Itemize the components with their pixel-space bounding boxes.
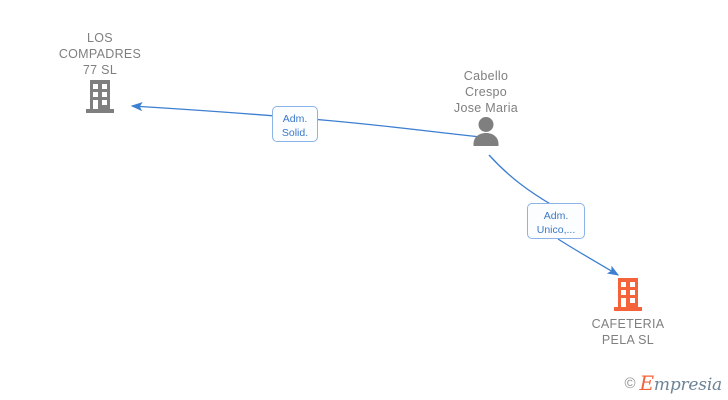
edge-label-adm-unico[interactable]: Adm. Unico,... xyxy=(527,203,585,239)
node-cafeteria-pela-label: CAFETERIA PELA SL xyxy=(591,317,665,347)
node-person[interactable]: Cabello Crespo Jose Maria xyxy=(406,68,566,146)
node-person-label: Cabello Crespo Jose Maria xyxy=(453,69,519,115)
node-los-compadres[interactable]: LOS COMPADRES 77 SL xyxy=(20,30,180,114)
edge-adm-unico-line-lower xyxy=(557,238,620,276)
person-icon[interactable] xyxy=(470,116,502,146)
edge-label-adm-solid[interactable]: Adm. Solid. xyxy=(272,106,318,142)
node-cafeteria-pela[interactable]: CAFETERIA PELA SL xyxy=(548,276,708,348)
brand-initial: E xyxy=(639,371,655,395)
copyright-icon: © xyxy=(624,375,636,392)
building-icon[interactable] xyxy=(85,80,115,114)
edge-adm-solid-line xyxy=(130,102,482,138)
watermark: © Empresia xyxy=(624,373,722,394)
building-icon[interactable] xyxy=(613,278,643,312)
brand-rest: mpresia xyxy=(653,375,722,395)
brand-wordmark: Empresia xyxy=(640,373,723,394)
node-los-compadres-label: LOS COMPADRES 77 SL xyxy=(58,31,142,77)
edge-adm-unico-line xyxy=(488,154,553,206)
